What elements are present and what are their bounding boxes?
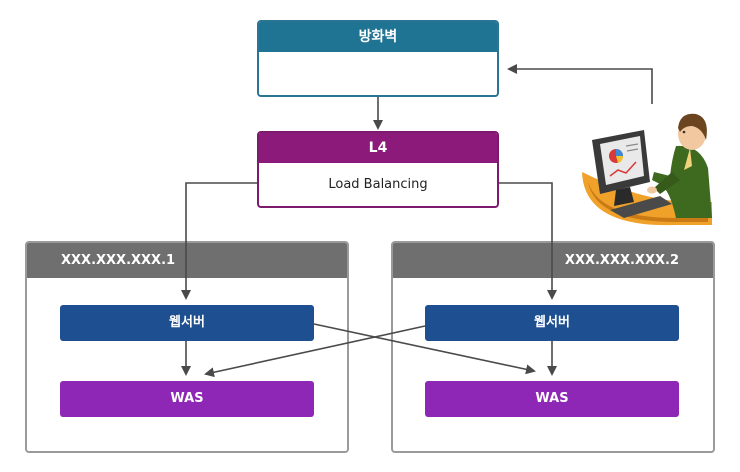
l4-body: Load Balancing [328, 177, 428, 192]
firewall-box: 방화벽 [257, 20, 499, 97]
server-1-was: WAS [60, 381, 314, 417]
arrow-user-to-firewall [507, 64, 653, 104]
arrow-web1-to-was2 [313, 323, 536, 375]
arrow-l4-to-server-1 [181, 182, 257, 300]
l4-title: L4 [259, 133, 497, 163]
server-2-ip: XXX.XXX.XXX.2 [393, 243, 713, 278]
server-2-container: XXX.XXX.XXX.2 [391, 241, 715, 453]
firewall-title: 방화벽 [259, 22, 497, 52]
user-at-computer-icon [582, 113, 712, 226]
arrow-l4-to-server-2 [499, 182, 557, 300]
server-1-web-server: 웹서버 [60, 305, 314, 341]
arrow-web2-to-was1 [204, 325, 426, 378]
l4-box: L4 Load Balancing [257, 131, 499, 208]
server-2-was: WAS [425, 381, 679, 417]
server-1-container: XXX.XXX.XXX.1 [25, 241, 349, 453]
server-1-ip: XXX.XXX.XXX.1 [27, 243, 347, 278]
server-2-web-server: 웹서버 [425, 305, 679, 341]
